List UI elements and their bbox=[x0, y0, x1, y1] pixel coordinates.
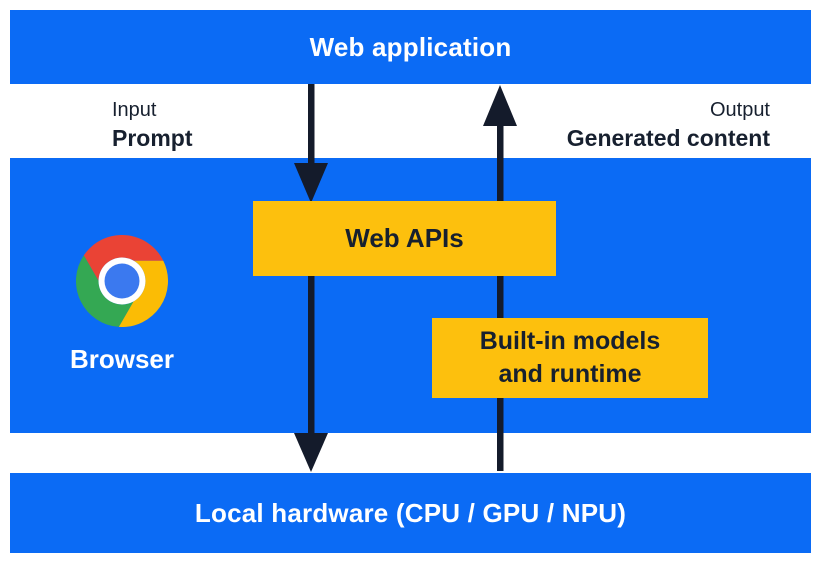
web-application-bar: Web application bbox=[10, 10, 811, 84]
builtin-models-line2: and runtime bbox=[498, 360, 642, 388]
builtin-models-box: Built-in models and runtime bbox=[432, 318, 708, 398]
web-application-label: Web application bbox=[309, 31, 512, 62]
browser-label: Browser bbox=[69, 344, 175, 374]
input-value: Prompt bbox=[112, 125, 193, 151]
local-hardware-label: Local hardware (CPU / GPU / NPU) bbox=[194, 497, 627, 528]
input-label-group: Input Prompt bbox=[112, 97, 193, 153]
chrome-logo-icon bbox=[76, 235, 168, 327]
builtin-models-line1: Built-in models bbox=[479, 327, 661, 355]
local-hardware-bar: Local hardware (CPU / GPU / NPU) bbox=[10, 473, 811, 553]
input-caption: Input bbox=[112, 99, 157, 121]
output-label-group: Output Generated content bbox=[567, 97, 770, 153]
output-value: Generated content bbox=[566, 125, 770, 151]
web-apis-label: Web APIs bbox=[345, 223, 464, 253]
output-caption: Output bbox=[709, 99, 770, 121]
web-apis-box: Web APIs bbox=[253, 201, 556, 276]
